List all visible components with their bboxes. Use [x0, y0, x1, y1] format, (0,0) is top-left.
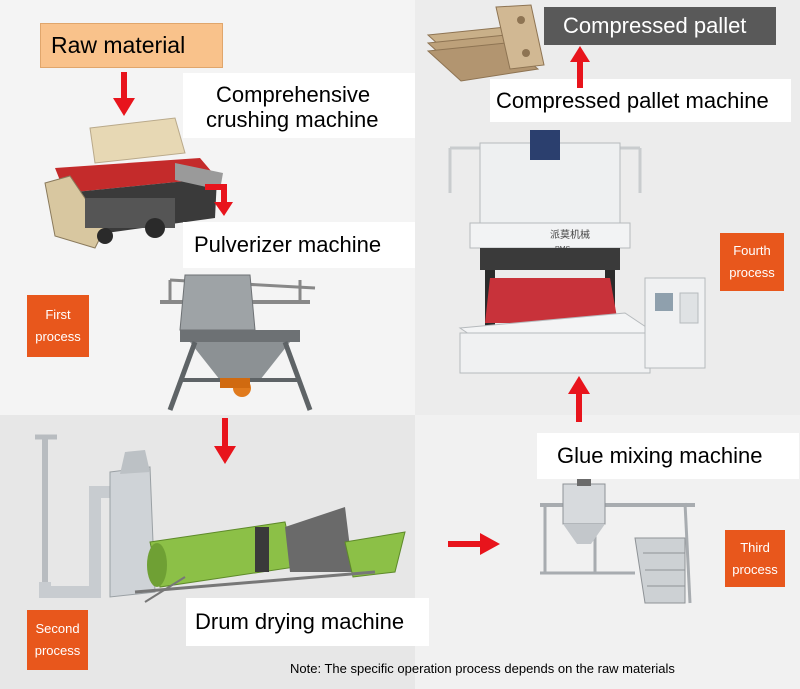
glue-mixing-machine-image: [540, 478, 695, 604]
fourth-process-text-1: Fourth: [733, 243, 771, 258]
arrow-up-icon: [570, 46, 590, 88]
comprehensive-crushing-machine-label: Comprehensive crushing machine: [183, 73, 415, 138]
second-process-text-2: process: [34, 643, 81, 658]
crushing-machine-image: [44, 117, 223, 249]
second-process-badge: Second process: [27, 610, 88, 670]
raw-material-label: Raw material: [40, 23, 223, 68]
arrow-right-down-icon: [205, 184, 233, 216]
arrow-right-icon: [448, 533, 500, 555]
fourth-process-text-2: process: [729, 265, 775, 280]
first-process-badge: First process: [27, 295, 89, 357]
pulverizer-machine-label: Pulverizer machine: [183, 222, 415, 268]
compressed-pallet-machine-image: 派莫机械 PMS: [448, 130, 706, 374]
first-process-text-1: First: [45, 307, 71, 322]
drum-drying-machine-image: [35, 434, 406, 603]
arrow-down-icon: [214, 418, 236, 464]
crushing-label-line-2: crushing machine: [206, 107, 379, 132]
arrow-up-icon: [568, 376, 590, 422]
third-process-text-1: Third: [740, 539, 770, 555]
footnote-text: Note: The specific operation process dep…: [290, 661, 675, 676]
press-brand-text: 派莫机械: [550, 228, 590, 241]
compressed-pallet-machine-label: Compressed pallet machine: [490, 79, 791, 122]
glue-mixing-machine-label: Glue mixing machine: [537, 433, 799, 479]
crushing-label-line-1: Comprehensive: [216, 82, 371, 107]
compressed-pallet-label: Compressed pallet: [544, 7, 776, 45]
fourth-process-badge: Fourth process: [720, 233, 784, 291]
pulverizer-machine-image: [160, 274, 316, 411]
arrow-down-icon: [113, 72, 135, 116]
third-process-text-2: process: [732, 561, 778, 577]
first-process-text-2: process: [35, 329, 81, 344]
second-process-text-1: Second: [35, 621, 80, 636]
third-process-badge: Third process: [725, 530, 785, 587]
compressed-pallet-image: [426, 4, 545, 82]
drum-drying-machine-label: Drum drying machine: [186, 598, 429, 646]
